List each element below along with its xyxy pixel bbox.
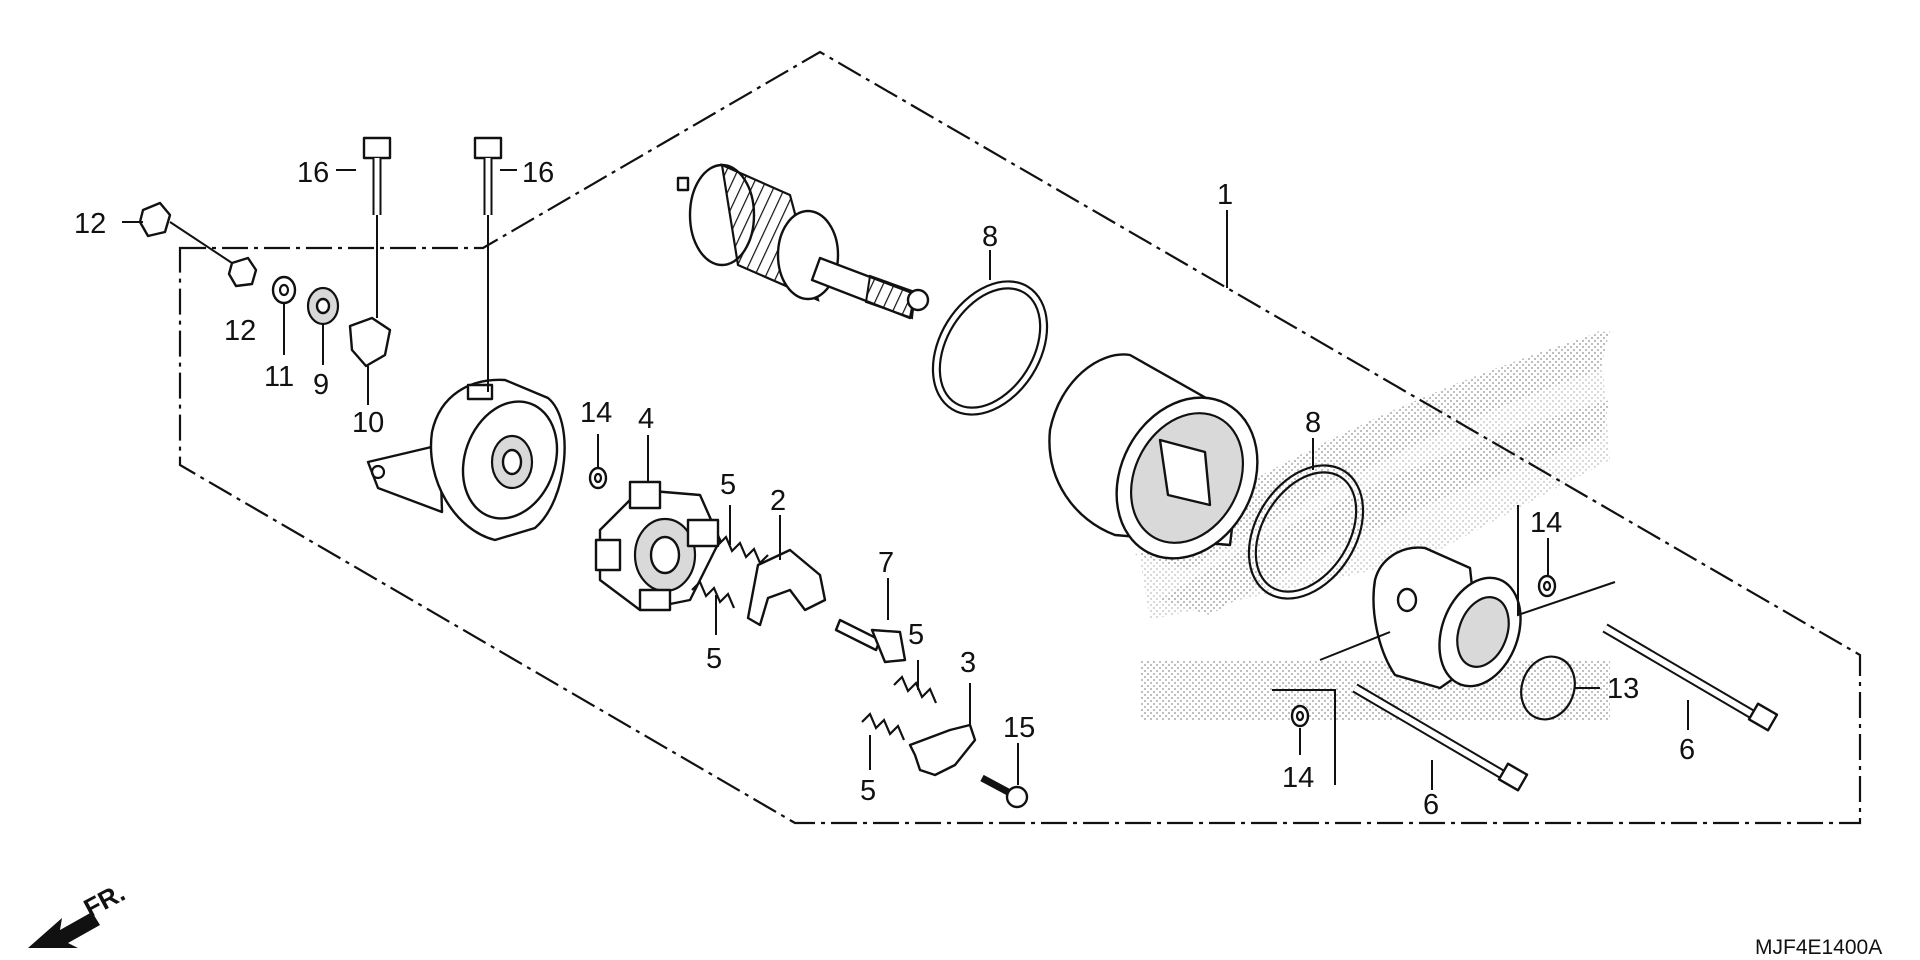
callout-9: 9 — [313, 369, 329, 401]
callout-16-left: 16 — [297, 157, 329, 189]
callout-labels: 1 8 8 16 16 12 12 11 9 10 14 4 5 2 5 7 5… — [74, 157, 1695, 821]
spring-5-middle — [691, 580, 736, 609]
o-ring-upper — [931, 280, 1049, 416]
spring-5-lower — [861, 712, 906, 741]
watermark-logo — [1135, 330, 1610, 720]
armature — [676, 163, 930, 320]
washer-11 — [271, 275, 297, 305]
through-bolt-left — [1352, 683, 1529, 792]
callout-10: 10 — [352, 407, 384, 439]
callout-15: 15 — [1003, 712, 1035, 744]
callout-12-lower: 12 — [224, 315, 256, 347]
washer-14-bottom — [1290, 704, 1310, 728]
callout-3: 3 — [960, 647, 976, 679]
drawing-code: MJF4E1400A — [1755, 936, 1882, 959]
washer-14-left — [588, 466, 608, 490]
o-ring-13 — [1520, 655, 1576, 721]
o-ring-lower — [1247, 464, 1365, 600]
terminal-10 — [348, 316, 392, 368]
callout-8-lower: 8 — [1305, 407, 1321, 439]
brush-3 — [908, 723, 977, 777]
bolt-16-left — [362, 136, 392, 215]
rear-cover — [366, 378, 566, 542]
bolt-16-right — [473, 136, 503, 215]
callout-6-right: 6 — [1679, 734, 1695, 766]
brush-2 — [746, 548, 827, 627]
insulator-9 — [306, 286, 340, 326]
callout-7: 7 — [878, 547, 894, 579]
callout-2: 2 — [770, 485, 786, 517]
callout-12-top: 12 — [74, 208, 106, 240]
callout-14-left: 14 — [580, 397, 612, 429]
callout-5-lower: 5 — [860, 775, 876, 807]
nut-12-lower — [227, 256, 258, 288]
front-cover — [1372, 546, 1522, 690]
screw-15 — [980, 774, 1029, 809]
callout-5-right: 5 — [908, 619, 924, 651]
callout-4: 4 — [638, 403, 654, 435]
callout-14-bottom: 14 — [1282, 762, 1314, 794]
brush-holder — [594, 480, 722, 612]
nut-12-top — [138, 201, 172, 238]
leader-lines — [122, 169, 1689, 790]
callout-13: 13 — [1607, 673, 1639, 705]
callout-14-right: 14 — [1530, 507, 1562, 539]
callout-11: 11 — [264, 361, 294, 393]
front-direction-indicator: FR. — [28, 877, 130, 948]
callout-6-left: 6 — [1423, 789, 1439, 821]
callout-5-middle: 5 — [706, 643, 722, 675]
through-bolt-right — [1602, 623, 1779, 732]
callout-1: 1 — [1217, 179, 1233, 211]
motor-case — [1048, 353, 1259, 560]
assembly-boundary — [178, 50, 1862, 825]
washer-14-right — [1537, 574, 1557, 598]
callout-16-right: 16 — [522, 157, 554, 189]
callout-8-upper: 8 — [982, 221, 998, 253]
callout-5-upper: 5 — [720, 469, 736, 501]
spring-5-right — [893, 675, 938, 704]
spring-5-upper — [717, 535, 769, 565]
terminal-bolt — [834, 618, 907, 664]
